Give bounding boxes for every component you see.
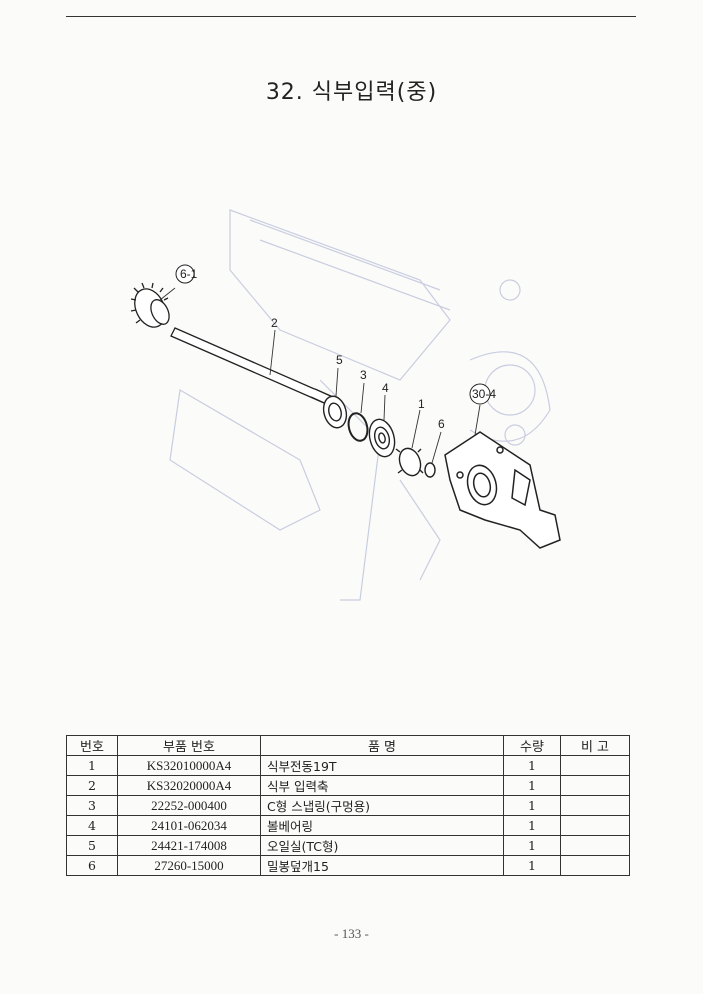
cell-note <box>560 815 630 836</box>
cell-note <box>560 755 630 776</box>
table-row: 5 24421-174008 오일실(TC형) 1 <box>66 835 630 856</box>
ball-bearing <box>368 418 396 458</box>
callout-5: 5 <box>336 353 343 367</box>
cell-qty: 1 <box>503 755 561 776</box>
snap-ring <box>347 412 369 442</box>
callout-4: 4 <box>382 381 389 395</box>
cell-part-name: 밀봉덮개15 <box>260 855 504 876</box>
callout-label: 6-1 <box>180 267 198 281</box>
callout-6: 6 <box>438 417 445 431</box>
cell-note <box>560 855 630 876</box>
gear-housing <box>444 431 561 549</box>
table-row: 6 27260-15000 밀봉덮개15 1 <box>66 855 630 876</box>
header-part-name: 품 명 <box>260 735 504 756</box>
cell-qty: 1 <box>503 855 561 876</box>
input-shaft <box>170 327 336 407</box>
cell-note <box>560 795 630 816</box>
cell-part-name: C형 스냅링(구멍용) <box>260 795 504 816</box>
header-part-number: 부품 번호 <box>117 735 261 756</box>
cell-part-name: 식부전동19T <box>260 755 504 776</box>
table-row: 2 KS32020000A4 식부 입력축 1 <box>66 775 630 796</box>
cell-qty: 1 <box>503 795 561 816</box>
table-row: 1 KS32010000A4 식부전동19T 1 <box>66 755 630 776</box>
header-note: 비 고 <box>560 735 630 756</box>
cell-no: 2 <box>66 775 118 796</box>
table-row: 3 22252-000400 C형 스냅링(구멍용) 1 <box>66 795 630 816</box>
callout-6-1: 6-1 <box>175 264 198 284</box>
cell-part-number: 24421-174008 <box>117 835 261 856</box>
cell-qty: 1 <box>503 775 561 796</box>
table-header-row: 번호 부품 번호 품 명 수량 비 고 <box>66 735 630 756</box>
gear-19t <box>130 282 170 328</box>
cell-no: 6 <box>66 855 118 876</box>
cell-part-number: 24101-062034 <box>117 815 261 836</box>
sealing-cap <box>424 462 436 478</box>
cell-no: 4 <box>66 815 118 836</box>
parts-table: 번호 부품 번호 품 명 수량 비 고 1 KS32010000A4 식부전동1… <box>66 735 630 876</box>
cell-part-number: 27260-15000 <box>117 855 261 876</box>
cell-part-number: 22252-000400 <box>117 795 261 816</box>
leader-lines <box>159 287 481 464</box>
bevel-gear <box>395 447 424 477</box>
exploded-parts-diagram: 6-1 2 5 3 4 1 6 30-4 <box>130 209 561 601</box>
cell-qty: 1 <box>503 815 561 836</box>
cell-part-number: KS32010000A4 <box>117 755 261 776</box>
cell-part-name: 오일실(TC형) <box>260 835 504 856</box>
oil-seal <box>322 395 348 429</box>
header-no: 번호 <box>66 735 118 756</box>
callout-3: 3 <box>360 368 367 382</box>
cell-part-name: 볼베어링 <box>260 815 504 836</box>
header-qty: 수량 <box>503 735 561 756</box>
bleed-through-background <box>169 209 551 601</box>
callout-2: 2 <box>271 316 278 330</box>
cell-no: 5 <box>66 835 118 856</box>
cell-no: 3 <box>66 795 118 816</box>
cell-note <box>560 835 630 856</box>
cell-part-name: 식부 입력축 <box>260 775 504 796</box>
callout-label: 30-4 <box>472 387 496 401</box>
cell-note <box>560 775 630 796</box>
page-title: 32. 식부입력(중) <box>265 80 438 105</box>
callout-30-4: 30-4 <box>469 383 496 405</box>
table-row: 4 24101-062034 볼베어링 1 <box>66 815 630 836</box>
page-number: - 133 - <box>334 926 369 941</box>
top-rule <box>66 16 636 17</box>
cell-qty: 1 <box>503 835 561 856</box>
cell-no: 1 <box>66 755 118 776</box>
callout-1: 1 <box>418 397 425 411</box>
cell-part-number: KS32020000A4 <box>117 775 261 796</box>
